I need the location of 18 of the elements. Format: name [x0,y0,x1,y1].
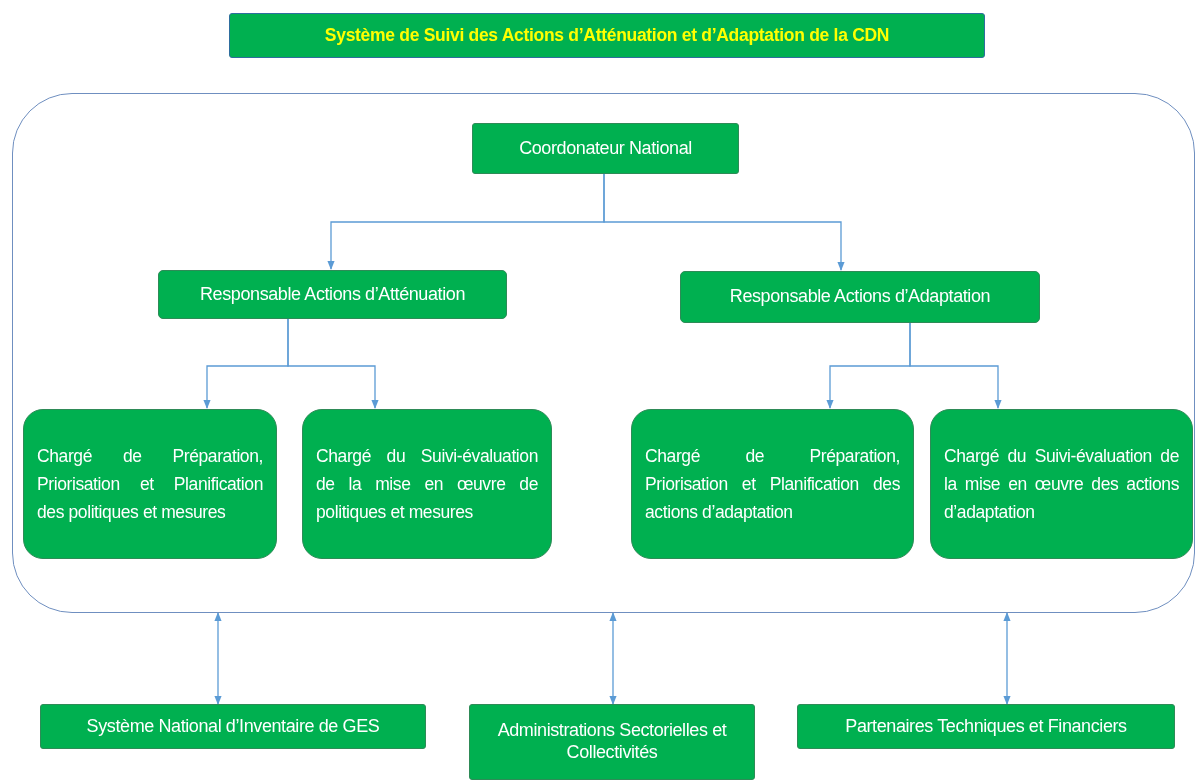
task-card: Chargé du Suivi-évaluation de la mise en œuvre de politiques et mesures [302,409,552,559]
role-box: Coordonateur National [472,123,739,174]
task-card: Chargé de Préparation, Priorisation et Planification des actions d’adaptation [631,409,914,559]
title-banner: Système de Suivi des Actions d’Atténuation et d’Adaptation de la CDN [229,13,985,58]
role-box: Responsable Actions d’Adaptation [680,271,1040,323]
arrow [1003,612,1011,705]
arrow [287,317,379,409]
arrow [609,612,617,705]
partner-box: Administrations Sectorielles et Collectivités [469,704,755,780]
role-box: Responsable Actions d’Atténuation [158,270,507,319]
task-card: Chargé du Suivi-évaluation de la mise en œuvre des actions d’adaptation [930,409,1193,559]
task-card: Chargé de Préparation, Priorisation et Planification des politiques et mesures [23,409,277,559]
partner-box: Système National d’Inventaire de GES [40,704,426,749]
arrow [214,612,222,705]
group-frame [12,93,1195,613]
arrow [603,172,845,271]
arrow [909,321,1002,409]
partner-box: Partenaires Techniques et Financiers [797,704,1175,749]
